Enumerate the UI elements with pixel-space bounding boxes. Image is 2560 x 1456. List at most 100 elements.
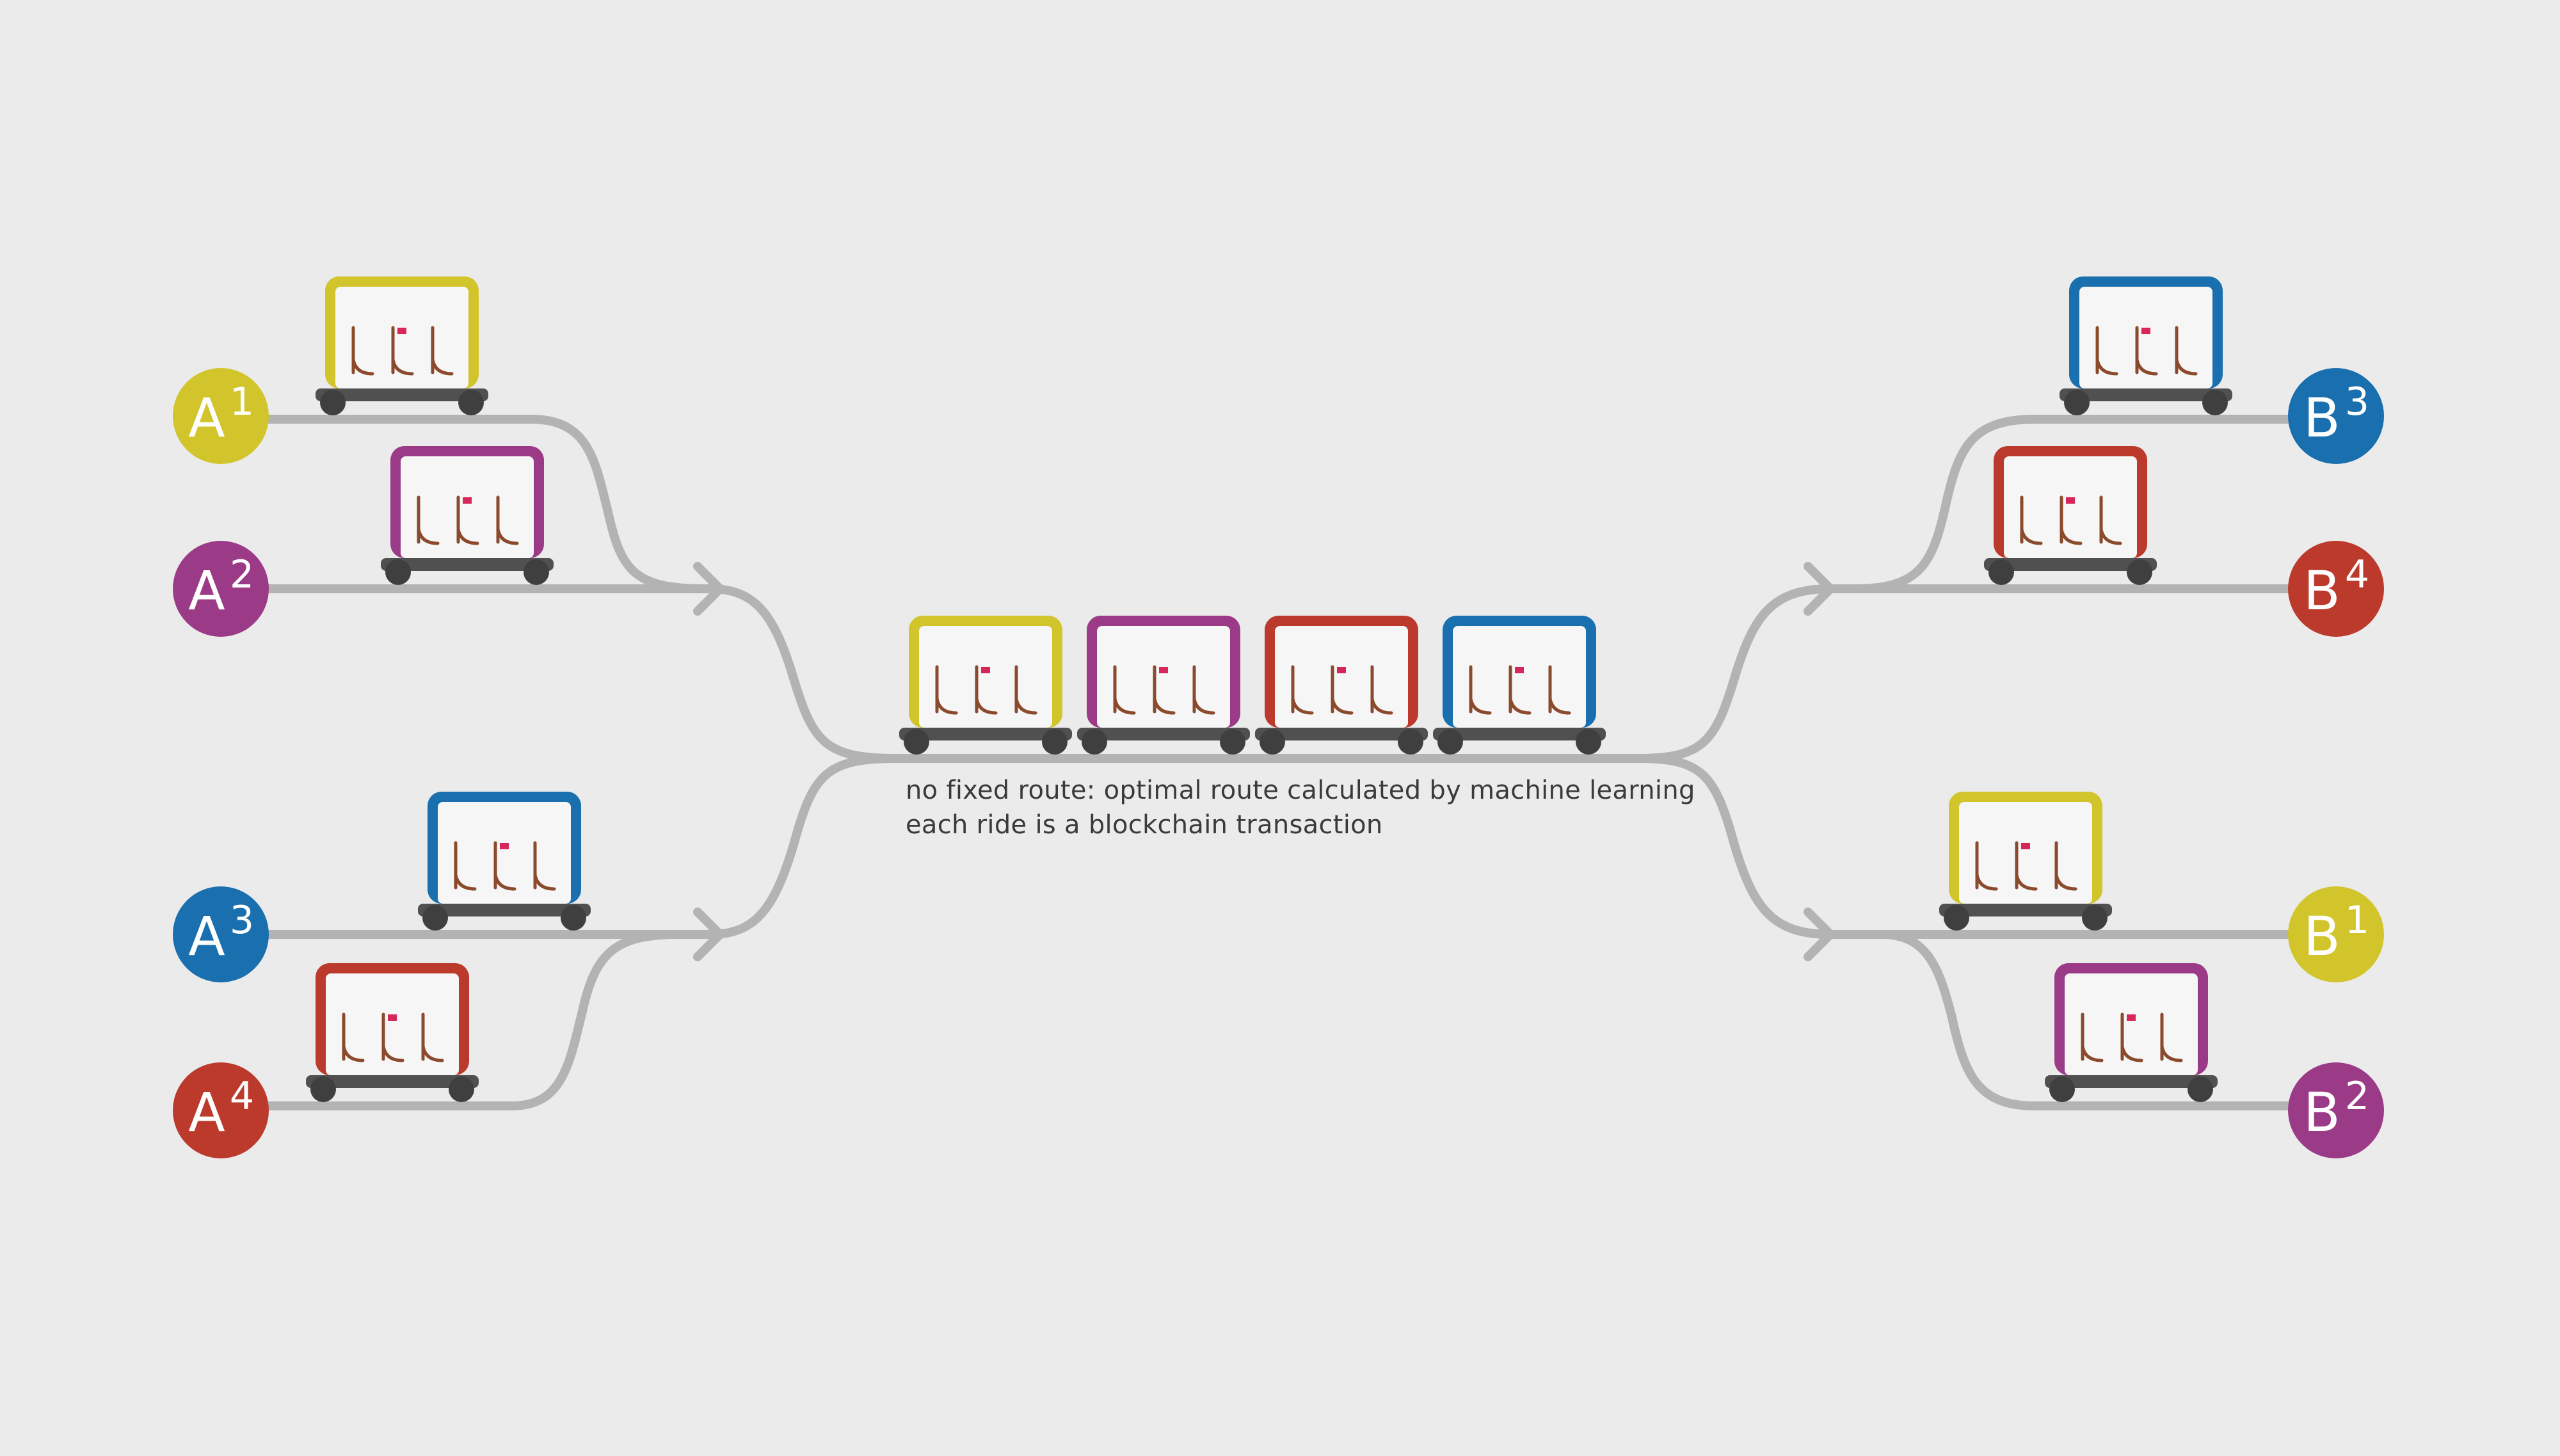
station-letter: A — [188, 387, 225, 449]
station-circle — [2288, 368, 2384, 464]
pod-b4 — [1984, 446, 2157, 585]
pod-a2 — [381, 446, 554, 585]
indicator-light — [1159, 667, 1168, 673]
seat-icon — [2120, 1012, 2143, 1062]
seat-icon — [1153, 665, 1176, 715]
wheel-icon — [1220, 729, 1245, 755]
seat-icon — [2060, 495, 2083, 545]
track-b2 — [1877, 930, 2302, 1110]
wheel-icon — [422, 905, 448, 931]
wheel-icon — [1260, 729, 1285, 755]
station-circle — [2288, 1062, 2384, 1158]
indicator-light — [1515, 667, 1524, 673]
track-lower-to-trunk — [706, 754, 900, 939]
indicator-light — [388, 1014, 397, 1021]
wheel-icon — [2049, 1076, 2075, 1102]
seat-icon — [2020, 495, 2043, 545]
arrow-right-icon — [693, 908, 724, 961]
wheel-icon — [1042, 729, 1068, 755]
station-number: 2 — [2345, 1074, 2369, 1119]
station-circle — [2288, 541, 2384, 637]
seat-icon — [2095, 326, 2118, 376]
station-number: 4 — [2345, 552, 2369, 597]
wheel-icon — [2127, 559, 2152, 585]
seat-icon — [975, 665, 998, 715]
pod-b1 — [1939, 792, 2112, 931]
seat-icon — [935, 665, 958, 715]
pod-b2 — [2045, 963, 2218, 1102]
station-circle — [173, 368, 269, 464]
station-number: 2 — [230, 552, 254, 597]
pod-a3 — [418, 792, 591, 931]
track-network — [258, 415, 2302, 1110]
seat-icon — [342, 1012, 365, 1062]
seat-icon — [351, 326, 374, 376]
track-b3 — [1852, 415, 2302, 593]
seat-icon — [2135, 326, 2158, 376]
pod-a4 — [306, 963, 479, 1102]
indicator-light — [463, 497, 472, 504]
seat-icon — [1291, 665, 1314, 715]
convoy-pod-4 — [1433, 616, 1606, 755]
seat-icon — [533, 841, 556, 891]
convoy-pod-2 — [1077, 616, 1250, 755]
pod-chassis — [1939, 904, 2112, 916]
indicator-light — [2141, 328, 2150, 334]
station-number: 3 — [230, 898, 254, 943]
wheel-icon — [524, 559, 549, 585]
station-letter: A — [188, 1081, 225, 1144]
seat-icon — [391, 326, 414, 376]
pod-chassis — [1984, 558, 2157, 571]
seat-icon — [2081, 1012, 2104, 1062]
indicator-light — [2066, 497, 2075, 504]
wheel-icon — [1944, 905, 1969, 931]
seat-icon — [1014, 665, 1037, 715]
convoy-pod-3 — [1255, 616, 1428, 755]
wheel-icon — [1398, 729, 1423, 755]
wheel-icon — [1576, 729, 1601, 755]
station-letter: B — [2303, 559, 2340, 622]
arrow-right-icon — [693, 562, 724, 616]
arrow-right-icon — [1804, 908, 1835, 961]
wheel-icon — [310, 1076, 336, 1102]
wheel-icon — [449, 1076, 474, 1102]
seat-icon — [1548, 665, 1571, 715]
seat-icon — [2175, 326, 2198, 376]
seat-icon — [1975, 841, 1998, 891]
station-circle — [173, 886, 269, 982]
indicator-light — [2021, 843, 2030, 849]
pod-chassis — [1433, 728, 1606, 740]
seat-icon — [456, 495, 479, 545]
pod-chassis — [2060, 388, 2232, 401]
pod-chassis — [2045, 1075, 2218, 1088]
station-letter: B — [2303, 387, 2340, 449]
caption: no fixed route: optimal route calculated… — [906, 773, 1695, 842]
wheel-icon — [1082, 729, 1107, 755]
wheel-icon — [2064, 390, 2090, 415]
pod-chassis — [306, 1075, 479, 1088]
station-letter: A — [188, 905, 225, 968]
station-circle — [2288, 886, 2384, 982]
seat-icon — [2160, 1012, 2183, 1062]
pod-chassis — [1255, 728, 1428, 740]
track-a1 — [258, 415, 708, 593]
pods-layer — [306, 276, 2232, 1102]
indicator-light — [397, 328, 406, 334]
station-number: 1 — [2345, 898, 2369, 943]
seat-icon — [1469, 665, 1492, 715]
seat-icon — [421, 1012, 444, 1062]
caption-line-route: no fixed route: optimal route calculated… — [906, 776, 1695, 805]
station-circle — [173, 541, 269, 637]
station-letter: B — [2303, 1081, 2340, 1144]
wheel-icon — [2202, 390, 2228, 415]
arrow-right-icon — [1804, 562, 1835, 616]
wheel-icon — [2188, 1076, 2213, 1102]
seat-icon — [2099, 495, 2122, 545]
pod-chassis — [1077, 728, 1250, 740]
